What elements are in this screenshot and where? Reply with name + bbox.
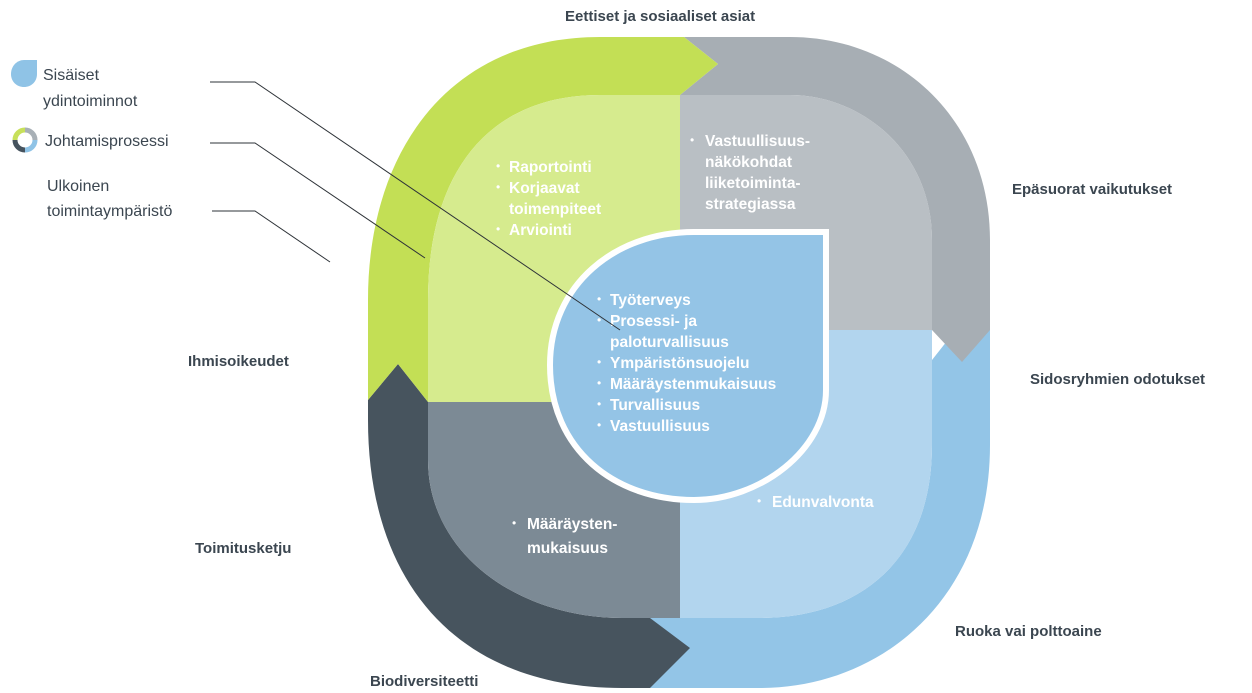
center-item-1: Prosessi- ja: [610, 313, 697, 330]
tl-item-1: Korjaavat: [509, 180, 580, 197]
tl-item-2: toimenpiteet: [509, 201, 601, 218]
label-right-middle: Sidosryhmien odotukset: [1030, 371, 1205, 388]
tl-item-3: Arviointi: [509, 222, 572, 239]
label-left-upper: Ihmisoikeudet: [188, 353, 289, 370]
tr-item-0: Vastuullisuus-: [705, 133, 810, 150]
br-item-0: Edunvalvonta: [772, 494, 874, 511]
outer-labels: Eettiset ja sosiaaliset asiat Epäsuorat …: [188, 8, 1205, 690]
legend-drop-line-1: ydintoiminnot: [43, 93, 138, 110]
top-left-quadrant-text: • Raportointi • Korjaavat toimenpiteet •…: [496, 159, 601, 239]
tr-item-3: strategiassa: [705, 196, 796, 213]
leader-lines: [210, 81, 621, 331]
center-item-2: paloturvallisuus: [610, 334, 729, 351]
center-dot-3: •: [597, 355, 601, 369]
center-dot-4: •: [597, 376, 601, 390]
bottom-left-quadrant-text: • Määräysten- mukaisuus: [512, 516, 617, 557]
center-dot-6: •: [597, 418, 601, 432]
label-right-upper: Epäsuorat vaikutukset: [1012, 181, 1172, 198]
center-text: • Työterveys • Prosessi- ja paloturvalli…: [597, 292, 776, 435]
center-item-0: Työterveys: [610, 292, 691, 309]
tl-item-0: Raportointi: [509, 159, 592, 176]
br-dot-0: •: [757, 494, 761, 508]
ring-icon-green: [12, 127, 26, 141]
ring-segment-bottom-right: [650, 322, 990, 688]
bl-item-1: mukaisuus: [527, 540, 608, 557]
label-top: Eettiset ja sosiaaliset asiat: [565, 8, 755, 25]
ring-icon: [12, 127, 38, 153]
center-dot-5: •: [597, 397, 601, 411]
tr-item-2: liiketoiminta-: [705, 175, 801, 192]
ring-icon-gray: [24, 127, 38, 141]
label-left-lower: Toimitusketju: [195, 540, 291, 557]
center-item-4: Määräystenmukaisuus: [610, 376, 776, 393]
legend-ring-line-0: Johtamisprosessi: [45, 133, 169, 150]
top-right-quadrant-text: • Vastuullisuus- näkökohdat liiketoimint…: [690, 133, 810, 213]
legend-drop-line-0: Sisäiset: [43, 67, 100, 84]
drop-icon: [11, 60, 37, 87]
center-drop: [546, 229, 829, 504]
leader-line-management: [210, 142, 426, 259]
legend-outer-line-1: toimintaympäristö: [47, 203, 172, 220]
bottom-right-quadrant-text: • Edunvalvonta: [757, 494, 874, 511]
leader-line-external: [212, 210, 331, 263]
bl-item-0: Määräysten-: [527, 516, 617, 533]
bl-dot-0: •: [512, 516, 516, 530]
legend: Sisäiset ydintoiminnot Johtamisprosessi …: [11, 60, 172, 220]
center-dot-1: •: [597, 313, 601, 327]
tr-dot-0: •: [690, 133, 694, 147]
center-item-6: Vastuullisuus: [610, 418, 710, 435]
ring-segment-bottom-left: [368, 364, 700, 688]
ring-icon-dark: [12, 139, 26, 153]
ring-segment-top-left: [368, 37, 718, 402]
center-dot-0: •: [597, 292, 601, 306]
ring-icon-blue: [24, 139, 38, 153]
leader-line-core: [210, 81, 621, 331]
center-item-5: Turvallisuus: [610, 397, 700, 414]
ring-segment-top-right: [680, 37, 990, 362]
tr-item-1: näkökohdat: [705, 154, 792, 171]
outer-ring: [368, 37, 990, 688]
center-item-3: Ympäristönsuojelu: [610, 355, 750, 372]
legend-outer-line-0: Ulkoinen: [47, 178, 109, 195]
tl-dot-1: •: [496, 180, 500, 194]
tl-dot-0: •: [496, 159, 500, 173]
tl-dot-3: •: [496, 222, 500, 236]
label-right-lower: Ruoka vai polttoaine: [955, 623, 1102, 640]
label-bottom: Biodiversiteetti: [370, 673, 478, 690]
